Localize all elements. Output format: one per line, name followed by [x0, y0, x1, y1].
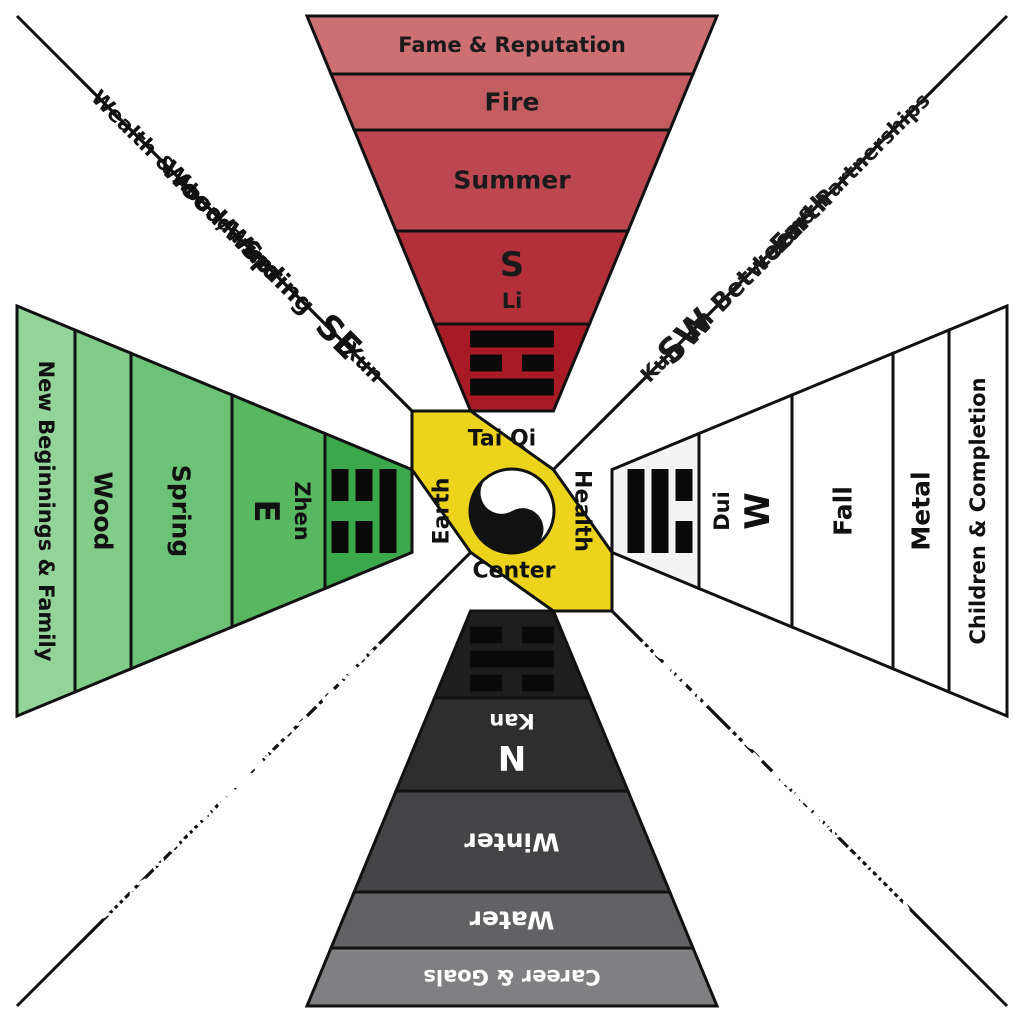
life-area-new-beginnings-family: New Beginnings & Family: [34, 361, 58, 662]
trigram-line: [470, 650, 554, 668]
direction-s: S: [500, 245, 525, 285]
band-sw-life-area: [691, 14, 1009, 332]
element-e: Wood: [89, 472, 118, 551]
trigram-line: [651, 469, 669, 553]
trigram-line: [600, 387, 636, 423]
trigram-name-n: Kan: [489, 709, 534, 733]
season-n: Winter: [464, 828, 560, 857]
band-se-life-area: [15, 14, 333, 332]
trigram-line: [522, 626, 554, 644]
trigram-line: [354, 596, 427, 669]
trigram-ne-icon: [354, 563, 460, 669]
trigram-line: [470, 626, 502, 644]
element-n: Water: [469, 906, 554, 935]
center-hub: [410, 409, 614, 613]
direction-w: W: [738, 492, 778, 530]
trigram-name-w: Dui: [710, 491, 734, 531]
element-w: Metal: [907, 471, 936, 550]
trigram-line: [355, 521, 373, 553]
trigram-line: [355, 469, 373, 501]
life-area-support-travel: Support & Travel: [762, 761, 920, 919]
center-label-left: Earth: [430, 478, 455, 545]
life-area-career-goals: Career & Goals: [423, 965, 600, 989]
trigram-line: [627, 469, 645, 553]
trigram-sw-icon: [564, 353, 670, 459]
trigram-line: [379, 469, 397, 553]
center-label-right: Health: [570, 470, 595, 552]
season-s: Summer: [453, 166, 571, 195]
season-w: Fall: [829, 486, 858, 536]
trigram-line: [675, 521, 693, 553]
sector-bands: [15, 14, 1009, 1008]
center-label-top: Tai Qi: [468, 427, 536, 452]
trigram-line: [470, 330, 554, 348]
life-area-wealth-abundance: Wealth & Abundance: [86, 85, 278, 277]
band-e-life-area: [15, 303, 77, 719]
trigram-e-icon: [331, 469, 397, 553]
life-area-children-completion: Children & Completion: [966, 377, 990, 644]
trigram-line: [470, 674, 502, 692]
element-s: Fire: [485, 88, 540, 117]
trigram-name-s: Li: [502, 289, 523, 313]
yin-yang-icon: [468, 467, 556, 555]
band-s-life-area: [304, 14, 720, 76]
trigram-line: [522, 354, 554, 372]
trigram-n-icon: [470, 626, 554, 692]
life-area-love-partnerships: Love & Partnerships: [748, 88, 935, 275]
trigram-line: [331, 521, 349, 553]
trigram-line: [522, 674, 554, 692]
life-area-fame-reputation: Fame & Reputation: [398, 33, 626, 57]
band-ne-life-area: [15, 690, 333, 1008]
band-n-life-area: [304, 946, 720, 1008]
trigram-w-icon: [627, 469, 693, 553]
life-area-knowledge-skills: Knowledge & Skills: [94, 752, 271, 929]
trigram-s-icon: [470, 330, 554, 396]
band-nw-life-area: [691, 690, 1009, 1008]
band-e-trigram: [323, 431, 414, 591]
trigram-line: [470, 378, 554, 396]
trigram-line: [675, 469, 693, 501]
season-e: Spring: [167, 465, 196, 558]
trigram-line: [388, 599, 424, 635]
trigram-line: [470, 354, 502, 372]
trigram-name-e: Zhen: [290, 481, 314, 540]
direction-n: N: [498, 737, 526, 777]
band-w-life-area: [947, 303, 1009, 719]
center-label-bottom: Center: [472, 559, 555, 584]
direction-e: E: [246, 499, 286, 522]
trigram-line: [331, 469, 349, 501]
